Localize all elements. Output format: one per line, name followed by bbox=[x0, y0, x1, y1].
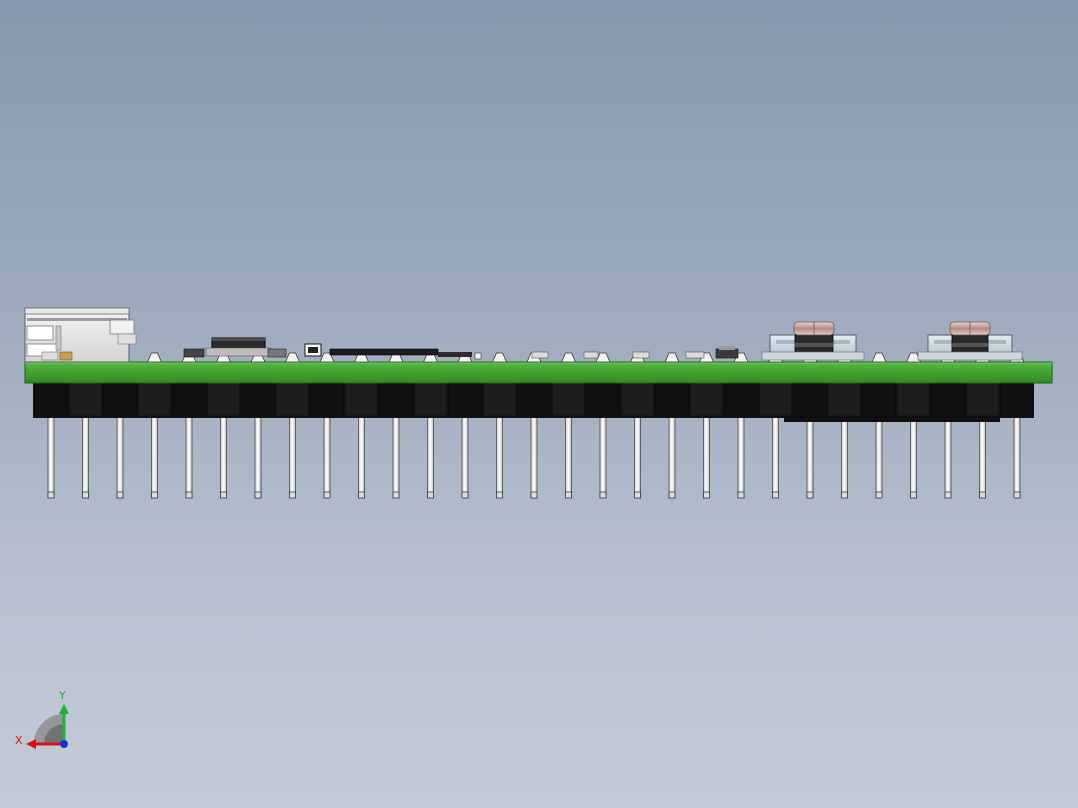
header-pin-tip bbox=[461, 491, 469, 499]
header-pin-tip bbox=[358, 491, 365, 499]
header-block bbox=[896, 382, 931, 417]
header-pin-tip bbox=[979, 491, 986, 499]
header-pin-tip bbox=[772, 491, 779, 499]
coordinate-triad-icon bbox=[26, 704, 69, 749]
solder-joint bbox=[664, 352, 680, 363]
header-pin-tip bbox=[254, 491, 262, 499]
header-pins bbox=[47, 416, 1021, 499]
header-block bbox=[413, 382, 448, 417]
y-axis-label: Y bbox=[58, 689, 66, 702]
header-pin-tip bbox=[634, 491, 641, 499]
header-block bbox=[137, 382, 172, 417]
solder-joint bbox=[595, 352, 611, 363]
header-pin-tip bbox=[82, 491, 89, 499]
header-block bbox=[827, 382, 862, 417]
header-pin-tip bbox=[47, 491, 55, 499]
solder-joint bbox=[491, 352, 508, 363]
header-pin-tip bbox=[806, 491, 814, 499]
header-block bbox=[448, 382, 482, 417]
header-block bbox=[172, 382, 206, 417]
solder-joint bbox=[284, 352, 301, 363]
header-pin-tip bbox=[220, 491, 227, 499]
header-pin-tip bbox=[116, 491, 124, 499]
header-pin-tip bbox=[565, 491, 572, 499]
header-pin-tip bbox=[841, 491, 848, 499]
header-pin-tip bbox=[668, 491, 676, 499]
header-block bbox=[275, 382, 310, 417]
header-block bbox=[68, 382, 103, 417]
header-pin-tip bbox=[875, 491, 883, 499]
header-pin-tip bbox=[737, 491, 745, 499]
pin-header-plastic bbox=[33, 381, 1034, 422]
solder-joint bbox=[871, 352, 887, 363]
header-block bbox=[758, 382, 793, 417]
header-pin-tip bbox=[910, 491, 917, 499]
header-pin-tip bbox=[323, 491, 331, 499]
header-block bbox=[482, 382, 517, 417]
header-block bbox=[793, 382, 827, 417]
header-block bbox=[344, 382, 379, 417]
x-axis-label: X bbox=[15, 734, 23, 747]
header-pin-tip bbox=[392, 491, 400, 499]
header-block bbox=[655, 382, 689, 417]
header-pin-tip bbox=[151, 491, 158, 499]
header-block bbox=[862, 382, 896, 417]
header-block bbox=[586, 382, 620, 417]
header-block bbox=[931, 382, 965, 417]
header-block bbox=[34, 382, 68, 417]
header-block bbox=[965, 382, 1000, 417]
header-block bbox=[689, 382, 724, 417]
header-pin-tip bbox=[1013, 491, 1021, 499]
header-block bbox=[241, 382, 275, 417]
tactile-button-1[interactable] bbox=[761, 321, 865, 361]
header-block bbox=[551, 382, 586, 417]
header-pin-tip bbox=[599, 491, 607, 499]
header-pin-tip bbox=[289, 491, 296, 499]
header-pin-tip bbox=[944, 491, 952, 499]
header-pin-tip bbox=[185, 491, 193, 499]
tactile-button-2[interactable] bbox=[917, 321, 1023, 361]
solder-joint bbox=[146, 352, 163, 363]
usb-connector[interactable] bbox=[24, 307, 137, 363]
header-block bbox=[724, 382, 758, 417]
header-pin-tip bbox=[530, 491, 538, 499]
header-pin-tip bbox=[496, 491, 503, 499]
solder-joint bbox=[560, 352, 577, 363]
solder-joint bbox=[905, 352, 922, 363]
header-block bbox=[103, 382, 137, 417]
header-pin-tip bbox=[703, 491, 710, 499]
header-block bbox=[1000, 382, 1034, 417]
header-pin-tip bbox=[427, 491, 434, 499]
header-block bbox=[206, 382, 241, 417]
smd-components bbox=[183, 337, 739, 360]
